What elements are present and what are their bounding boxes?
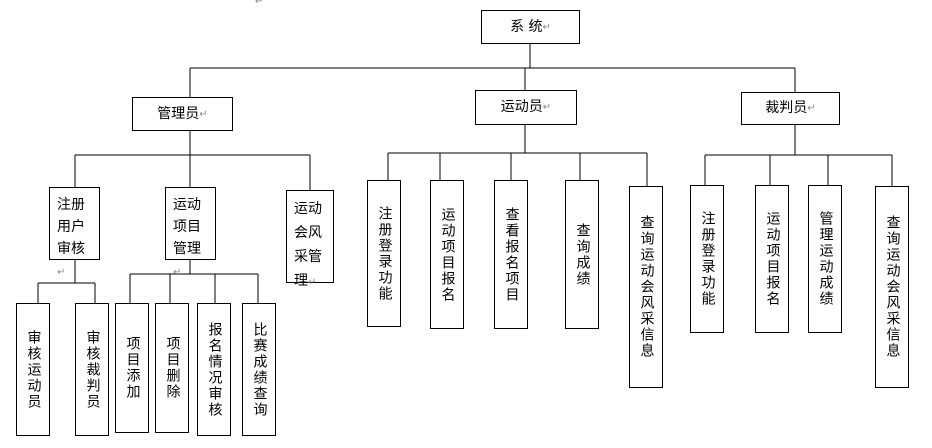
referee-register-login: 注册登录功能 bbox=[690, 185, 724, 333]
registration-review: 报名情况审核 bbox=[197, 303, 231, 436]
admin-games-showcase: 运动会风采管理↵ bbox=[286, 190, 334, 289]
review-referees: 审核裁判员 bbox=[75, 303, 109, 436]
athlete-register-login-label: 注册登录功能 bbox=[376, 205, 393, 302]
admin-event-management: 运动项目管理↵ bbox=[165, 187, 216, 278]
group-referee-label: 裁判员 bbox=[765, 100, 808, 116]
athlete-score-query-label: 查询成绩 bbox=[574, 222, 591, 287]
event-add-label: 项目添加 bbox=[124, 336, 141, 400]
group-athlete-label: 运动员 bbox=[500, 99, 543, 115]
referee-showcase-query: 查询运动会风采信息 bbox=[875, 186, 909, 388]
athlete-view-signups: 查看报名项目 bbox=[494, 180, 528, 329]
score-query-label: 比赛成绩查询 bbox=[251, 321, 268, 418]
score-query: 比赛成绩查询 bbox=[242, 303, 276, 436]
referee-showcase-query-label: 查询运动会风采信息 bbox=[884, 215, 901, 359]
admin-user-review-label: 注册用户审核 bbox=[57, 197, 85, 257]
paragraph-mark: ↵ bbox=[255, 0, 264, 7]
registration-review-label: 报名情况审核 bbox=[206, 321, 223, 418]
admin-games-showcase-label: 运动会风采管理 bbox=[294, 201, 322, 289]
athlete-event-signup: 运动项目报名 bbox=[430, 180, 464, 329]
group-athlete: 运动员↵ bbox=[475, 90, 577, 125]
athlete-score-query: 查询成绩 bbox=[565, 180, 599, 329]
referee-manage-scores: 管理运动成绩 bbox=[808, 185, 842, 333]
admin-event-management-label: 运动项目管理 bbox=[173, 197, 201, 257]
group-admin-label: 管理员 bbox=[157, 105, 200, 122]
group-admin: 管理员↵ bbox=[132, 97, 233, 131]
root-label: 系 统 bbox=[510, 18, 543, 35]
event-add: 项目添加 bbox=[115, 303, 149, 433]
athlete-showcase-query: 查询运动会风采信息 bbox=[629, 186, 663, 388]
referee-manage-scores-label: 管理运动成绩 bbox=[817, 211, 834, 307]
athlete-register-login: 注册登录功能 bbox=[367, 180, 401, 327]
admin-user-review: 注册用户审核↵ bbox=[49, 187, 100, 278]
athlete-showcase-query-label: 查询运动会风采信息 bbox=[638, 215, 655, 359]
athlete-view-signups-label: 查看报名项目 bbox=[503, 206, 520, 303]
referee-register-login-label: 注册登录功能 bbox=[699, 211, 716, 307]
root-node: 系 统↵ bbox=[481, 10, 580, 44]
referee-event-signup-label: 运动项目报名 bbox=[764, 211, 781, 307]
review-athletes: 审核运动员 bbox=[16, 303, 50, 436]
review-referees-label: 审核裁判员 bbox=[84, 329, 101, 410]
group-referee: 裁判员↵ bbox=[741, 92, 840, 125]
review-athletes-label: 审核运动员 bbox=[25, 329, 42, 410]
event-delete-label: 项目删除 bbox=[164, 336, 181, 400]
event-delete: 项目删除 bbox=[155, 303, 189, 433]
referee-event-signup: 运动项目报名 bbox=[755, 185, 789, 333]
athlete-event-signup-label: 运动项目报名 bbox=[439, 206, 456, 303]
